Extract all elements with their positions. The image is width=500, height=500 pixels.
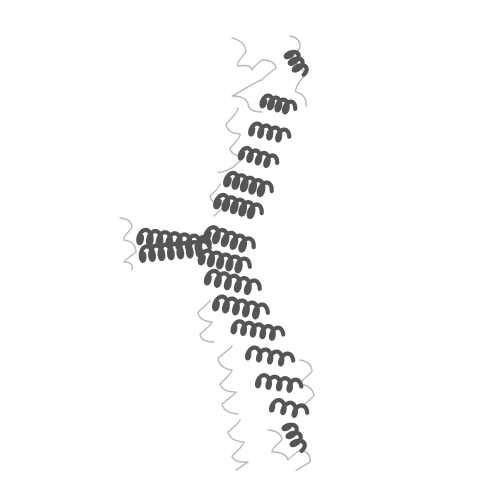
coil-left-1 [119, 217, 137, 271]
teal-helix-1-outline [138, 239, 212, 263]
teal-helix-5-outline [230, 319, 286, 341]
coil-lower-3 [267, 429, 311, 471]
coil-upper-1 [231, 37, 277, 113]
orange-helix-8-outline [197, 248, 252, 274]
orange-helix-4-outline [237, 145, 280, 168]
orange-helix-2-outline [259, 93, 298, 115]
orange-helix-6-outline [213, 192, 264, 219]
coil-lower-5 [197, 299, 215, 343]
coil-lower-1 [217, 345, 239, 415]
teal-helix-7-outline [254, 373, 304, 393]
orange-helix-7-outline [136, 227, 212, 253]
teal-helix-3-outline [203, 268, 262, 296]
coil-upper-3 [217, 107, 245, 174]
teal-helix-6-outline [245, 345, 296, 367]
orange-helix-5-outline [223, 170, 274, 197]
helix-outlines [136, 49, 310, 454]
orange-helix-1-outline [283, 49, 309, 77]
teal-helix-8-outline [268, 398, 310, 418]
orange-helix-3-outline [248, 121, 292, 143]
coil-lower-2 [227, 419, 249, 471]
teal-helix-9-outline [281, 422, 307, 454]
teal-helix-2-outline [203, 225, 256, 253]
teal-helix-4-outline [212, 294, 270, 320]
